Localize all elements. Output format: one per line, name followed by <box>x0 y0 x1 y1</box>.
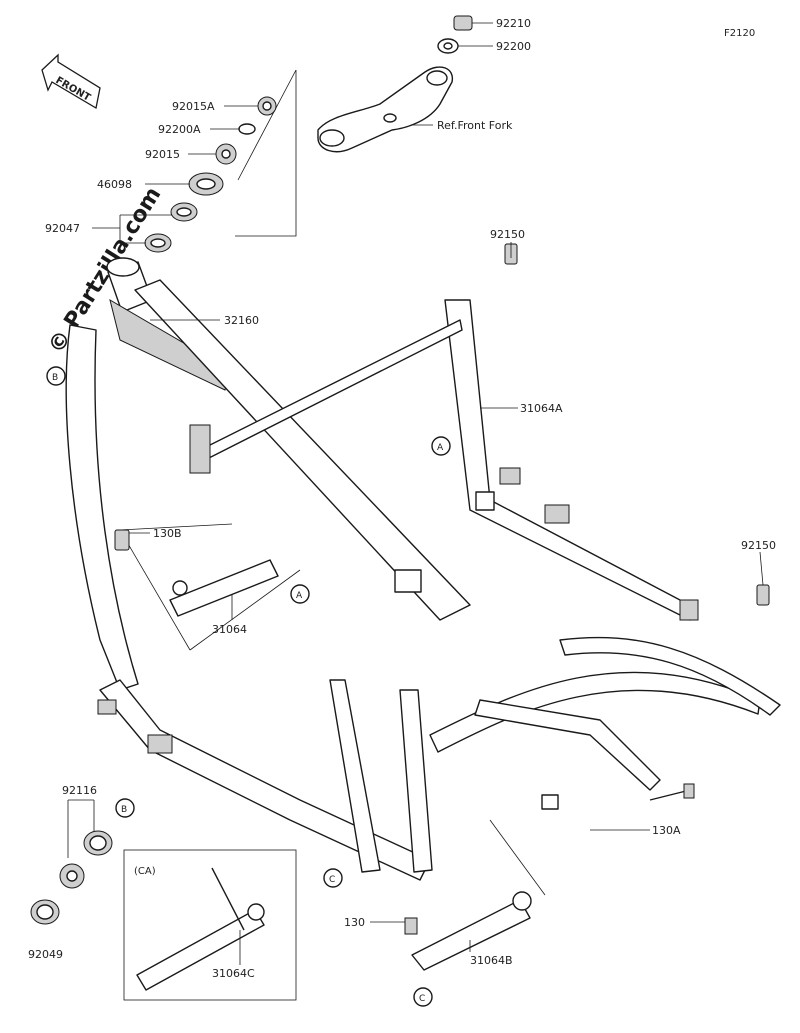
callout-c-1: C <box>323 868 343 888</box>
callout-b-2: B <box>115 798 135 818</box>
label-130: 130 <box>344 916 365 929</box>
label-130b: 130B <box>153 527 182 540</box>
bolt-130b-icon <box>114 529 130 551</box>
bolt-130-icon <box>404 917 418 935</box>
label-46098: 46098 <box>97 178 132 191</box>
svg-text:B: B <box>52 373 58 383</box>
label-92015: 92015 <box>145 148 180 161</box>
callout-b-1: B <box>46 366 66 386</box>
label-92049: 92049 <box>28 948 63 961</box>
front-arrow-icon: FRONT <box>41 53 101 110</box>
inset-label: (CA) <box>134 866 156 877</box>
svg-text:B: B <box>121 805 127 815</box>
label-92150-right: 92150 <box>741 539 776 552</box>
label-ref-front-fork: Ref.Front Fork <box>437 119 513 132</box>
svg-text:C: C <box>419 994 425 1004</box>
svg-text:C: C <box>329 875 335 885</box>
label-92210: 92210 <box>496 17 531 30</box>
cap-nut-icon <box>453 15 473 31</box>
figure-code: F2120 <box>724 28 755 39</box>
bearing-parts <box>30 799 113 925</box>
frame-icon <box>65 257 781 881</box>
svg-text:A: A <box>296 591 303 601</box>
steering-stem-parts <box>144 15 473 253</box>
label-92047: 92047 <box>45 222 80 235</box>
label-92015a: 92015A <box>172 100 215 113</box>
label-92200: 92200 <box>496 40 531 53</box>
callout-a-2: A <box>431 436 451 456</box>
upper-bracket-icon <box>317 66 454 153</box>
ca-inset: (CA) <box>123 849 297 1001</box>
callout-c-2: C <box>413 987 433 1007</box>
label-130a: 130A <box>652 824 681 837</box>
label-31064b: 31064B <box>470 954 513 967</box>
bolt-130a-icon <box>649 789 691 801</box>
label-31064c: 31064C <box>212 967 255 980</box>
tube-31064b-icon <box>404 819 546 971</box>
bolt-92150-right-icon <box>756 584 770 606</box>
leader-lines <box>92 22 764 965</box>
label-31064: 31064 <box>212 623 247 636</box>
label-92116: 92116 <box>62 784 97 797</box>
tube-31064-icon <box>114 523 301 651</box>
svg-text:A: A <box>437 443 444 453</box>
callout-a-1: A <box>290 584 310 604</box>
label-92200a: 92200A <box>158 123 201 136</box>
label-31064a: 31064A <box>520 402 563 415</box>
label-92150-top: 92150 <box>490 228 525 241</box>
label-32160: 32160 <box>224 314 259 327</box>
